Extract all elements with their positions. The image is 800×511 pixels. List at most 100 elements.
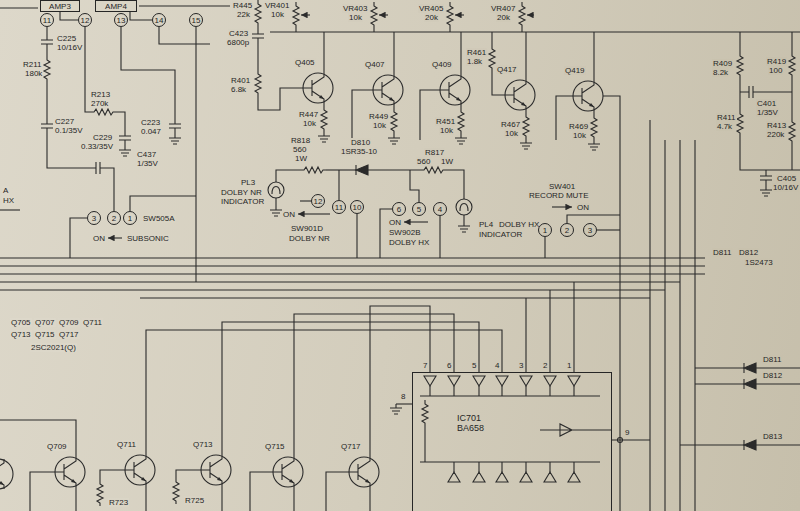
transistor-label: Q417: [496, 65, 518, 74]
schematic-line: [159, 27, 210, 44]
schematic-line: [489, 45, 495, 71]
note-label: 1W: [294, 154, 308, 163]
schematic-line: [593, 32, 594, 81]
note-label: DOLBY NR: [220, 188, 263, 197]
schematic-line: [303, 73, 333, 103]
note-label: RECORD MUTE: [528, 191, 590, 200]
note-label: DOLBY HX: [388, 238, 430, 247]
schematic-line: [597, 229, 620, 230]
schematic-line: [404, 221, 428, 222]
schematic-line: [420, 167, 446, 173]
schematic-line: [276, 170, 300, 182]
resistor-label: R723: [108, 498, 129, 507]
schematic-line: [258, 88, 303, 110]
resistor-label: R461: [466, 48, 487, 57]
schematic-line: [440, 75, 470, 105]
amp-block: AMP4: [95, 0, 137, 12]
note-label: 4.7k: [716, 122, 733, 131]
schematic-line: [369, 487, 370, 511]
node-text: AMP3: [49, 2, 71, 11]
schematic-line: [30, 472, 55, 511]
schematic-line: [391, 108, 397, 134]
terminal-circle: 11: [332, 200, 346, 214]
note-label: 0.1/35V: [54, 126, 84, 135]
node-text: 3: [588, 226, 592, 235]
note-label: 20k: [496, 13, 511, 22]
schematic-line: [318, 132, 330, 142]
ic-block: IC701BA658: [412, 372, 612, 511]
node-text: 13: [117, 16, 126, 25]
note-label: ON: [576, 203, 590, 212]
schematic-line: [293, 487, 294, 511]
schematic-line: [505, 80, 535, 110]
note-label: 0.33/35V: [80, 142, 114, 151]
note-label: 8.2k: [712, 68, 729, 77]
note-label: ON: [388, 218, 402, 227]
resistor-label: R213: [90, 90, 111, 99]
schematic-line: [760, 186, 772, 196]
schematic-line: [740, 136, 800, 170]
schematic-line: [491, 32, 492, 45]
note-label: 2SC2021(Q): [30, 343, 77, 352]
transistor-label: Q715: [264, 442, 286, 451]
schematic-line: [455, 14, 464, 15]
note-label: 1.8k: [466, 57, 483, 66]
transistor-label: Q705: [10, 318, 32, 327]
schematic-line: [270, 31, 800, 32]
resistor-label: R451: [435, 117, 456, 126]
node-text: 10: [353, 203, 362, 212]
schematic-line: [146, 330, 502, 455]
schematic-line: [368, 169, 420, 170]
schematic-line: [0, 209, 20, 210]
schematic-line: [121, 27, 175, 118]
schematic-line: [268, 182, 284, 198]
note-label: PL3: [240, 178, 256, 187]
transistor-label: Q405: [294, 58, 316, 67]
terminal-circle: 3: [583, 223, 597, 237]
schematic-line: [321, 106, 327, 132]
pin-number: 560: [292, 145, 307, 154]
resistor-label: R469: [568, 122, 589, 131]
schematic-line: [521, 28, 522, 32]
schematic-line: [525, 110, 526, 113]
note-label: SUBSONIC: [126, 234, 170, 243]
schematic-line: [567, 215, 620, 223]
terminal-circle: 14: [152, 13, 166, 27]
schematic-line: [520, 139, 532, 149]
schematic-line: [293, 2, 299, 28]
schematic-line: [373, 28, 374, 32]
note-label: 1/35V: [136, 159, 159, 168]
resistor-label: R411: [716, 113, 737, 122]
transistor-label: Q409: [431, 60, 453, 69]
pin-number: 9: [624, 428, 630, 437]
schematic-line: [125, 455, 155, 485]
schematic-line: [424, 376, 580, 386]
schematic-line: [257, 26, 258, 28]
resistor-label: R467: [500, 120, 521, 129]
schematic-line: [447, 2, 453, 28]
schematic-line: [70, 218, 87, 258]
note-label: PL4: [478, 220, 494, 229]
schematic-line: [298, 213, 330, 214]
resistor-label: R817: [424, 148, 445, 157]
schematic-line: [388, 134, 400, 144]
schematic-line: [201, 455, 231, 485]
schematic-line: [0, 258, 705, 298]
capacitor-label: C405: [776, 174, 797, 183]
schematic-line: [295, 28, 296, 32]
transistor-label: Q715: [34, 330, 56, 339]
terminal-circle: 1: [538, 223, 552, 237]
resistor-label: VR401: [264, 1, 290, 10]
node-text: 11: [43, 16, 51, 25]
note-label: 180k: [24, 69, 43, 78]
schematic-line: [454, 462, 574, 472]
pin-number: 4: [494, 361, 500, 370]
schematic-line: [458, 108, 464, 134]
schematic-line: [739, 32, 740, 52]
node-text: 2: [112, 214, 116, 223]
schematic-line: [55, 457, 85, 487]
schematic-line: [255, 70, 261, 96]
capacitor-label: C401: [756, 99, 777, 108]
schematic-line: [760, 170, 772, 186]
resistor-label: R401: [230, 76, 251, 85]
